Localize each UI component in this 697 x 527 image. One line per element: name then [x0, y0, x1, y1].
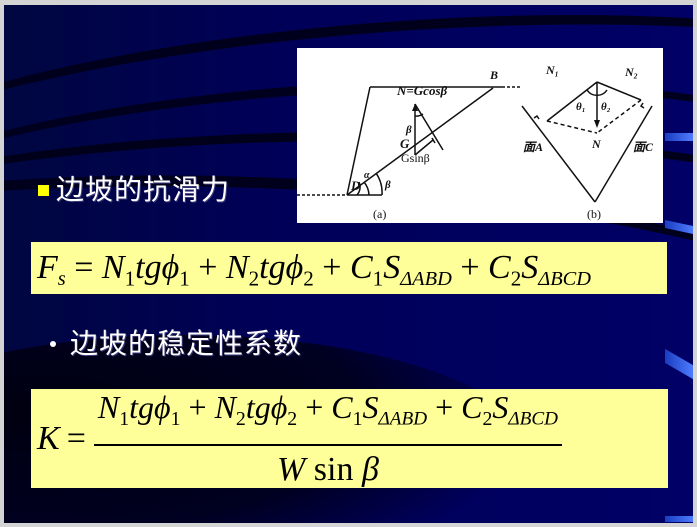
formula-symbol: S — [383, 249, 401, 286]
formula-symbol: N — [101, 249, 125, 286]
formula-subscript: 2 — [235, 407, 246, 430]
label-face-C: 面C — [633, 140, 654, 154]
formula-k-row: K = N1tgϕ1 + N2tgϕ2 + C1SΔABD + C2SΔBCD … — [37, 389, 563, 488]
formula-symbol: W — [276, 451, 306, 489]
label-alpha: α — [364, 170, 370, 181]
formula-symbol: F — [37, 249, 58, 286]
formula-operator: + — [305, 388, 324, 425]
formula-symbol: tg — [129, 388, 155, 425]
formula-subscript: s — [57, 268, 66, 291]
formula-subscript: 1 — [124, 266, 136, 291]
formula-symbol: N — [214, 388, 236, 425]
accent-stripe — [665, 133, 693, 141]
formula-operator: + — [188, 388, 207, 425]
formula-subscript: ΔABD — [400, 268, 452, 291]
slide: D B N=Gcosβ β G Gsinβ α β (a) — [4, 5, 693, 523]
fraction: N1tgϕ1 + N2tgϕ2 + C1SΔABD + C2SΔBCD W si… — [93, 385, 563, 493]
formula-subscript: 2 — [287, 407, 298, 430]
formula-symbol: N — [97, 388, 120, 425]
formula-subscript: 1 — [352, 407, 363, 430]
label-theta2: θ₂ — [601, 101, 611, 113]
label-N1: N₁ — [545, 63, 559, 77]
square-bullet-icon — [38, 184, 49, 196]
formula-subscript: 2 — [482, 407, 493, 430]
bullet-text: 边坡的稳定性系数 — [70, 327, 303, 360]
formula-symbol: tg — [259, 249, 286, 286]
fraction-denominator: W sin β — [277, 446, 379, 492]
bullet-stability-coefficient: 边坡的稳定性系数 — [50, 322, 302, 362]
formula-symbol: ϕ — [154, 388, 171, 425]
formula-operator: = — [66, 419, 86, 457]
formula-subscript: 2 — [248, 266, 260, 291]
formula-symbol: N — [225, 249, 249, 286]
accent-stripe — [665, 516, 693, 522]
formula-symbol: ϕ — [161, 249, 180, 286]
formula-subscript: 1 — [372, 266, 384, 291]
slope-diagram-svg: D B N=Gcosβ β G Gsinβ α β (a) — [297, 63, 654, 221]
bullet-anti-slide-force: 边坡的抗滑力 — [38, 168, 230, 208]
formula-operator: + — [322, 249, 342, 286]
formula-symbol: C — [461, 388, 483, 425]
formula-anti-slide-force: Fs = N1tgϕ1 + N2tgϕ2 + C1SΔABD + C2SΔBCD — [31, 242, 667, 294]
label-Gsin: Gsinβ — [401, 151, 430, 165]
formula-symbol: ϕ — [270, 388, 288, 425]
formula-subscript: ΔABD — [378, 408, 428, 430]
formula-symbol: S — [362, 388, 379, 425]
formula-operator: + — [435, 388, 454, 425]
formula-operator: + — [460, 249, 480, 286]
formula-subscript: ΔBCD — [538, 268, 591, 291]
formula-symbol: S — [492, 388, 509, 425]
formula-subscript: 2 — [510, 266, 522, 291]
slope-diagram: D B N=Gcosβ β G Gsinβ α β (a) — [297, 48, 663, 223]
bullet-text: 边坡的抗滑力 — [56, 173, 231, 206]
formula-symbol: tg — [135, 249, 162, 286]
label-D: D — [350, 178, 361, 193]
label-N-Gcos: N=Gcosβ — [396, 83, 448, 98]
formula-symbol: C — [349, 249, 373, 286]
formula-symbol: C — [488, 249, 511, 286]
label-G: G — [400, 136, 410, 151]
caption-a: (a) — [373, 207, 386, 221]
formula-symbol: tg — [245, 388, 271, 425]
formula-function: sin — [313, 451, 354, 489]
formula-operator: = — [74, 249, 94, 286]
formula-subscript: 2 — [303, 266, 314, 291]
label-theta1: θ₁ — [576, 101, 586, 113]
formula-symbol: S — [521, 249, 539, 286]
fraction-numerator: N1tgϕ1 + N2tgϕ2 + C1SΔABD + C2SΔBCD — [93, 385, 563, 447]
formula-stability-coefficient: K = N1tgϕ1 + N2tgϕ2 + C1SΔABD + C2SΔBCD … — [31, 389, 668, 488]
label-N2: N₂ — [624, 65, 638, 79]
label-beta-inner: β — [405, 124, 412, 136]
formula-subscript: ΔBCD — [508, 408, 559, 430]
dot-bullet-icon — [50, 341, 56, 347]
label-beta: β — [384, 179, 391, 191]
formula-symbol: ϕ — [285, 249, 304, 286]
label-face-A: 面A — [523, 140, 543, 154]
label-N: N — [591, 137, 602, 151]
formula-symbol: K — [37, 419, 60, 457]
formula-subscript: 1 — [170, 407, 181, 430]
formula-subscript: 1 — [119, 407, 130, 430]
formula-operator: + — [198, 249, 218, 286]
caption-b: (b) — [587, 207, 601, 221]
label-B: B — [489, 68, 498, 82]
formula-subscript: 1 — [179, 266, 190, 291]
formula-symbol: β — [361, 451, 379, 489]
formula-symbol: C — [331, 388, 353, 425]
